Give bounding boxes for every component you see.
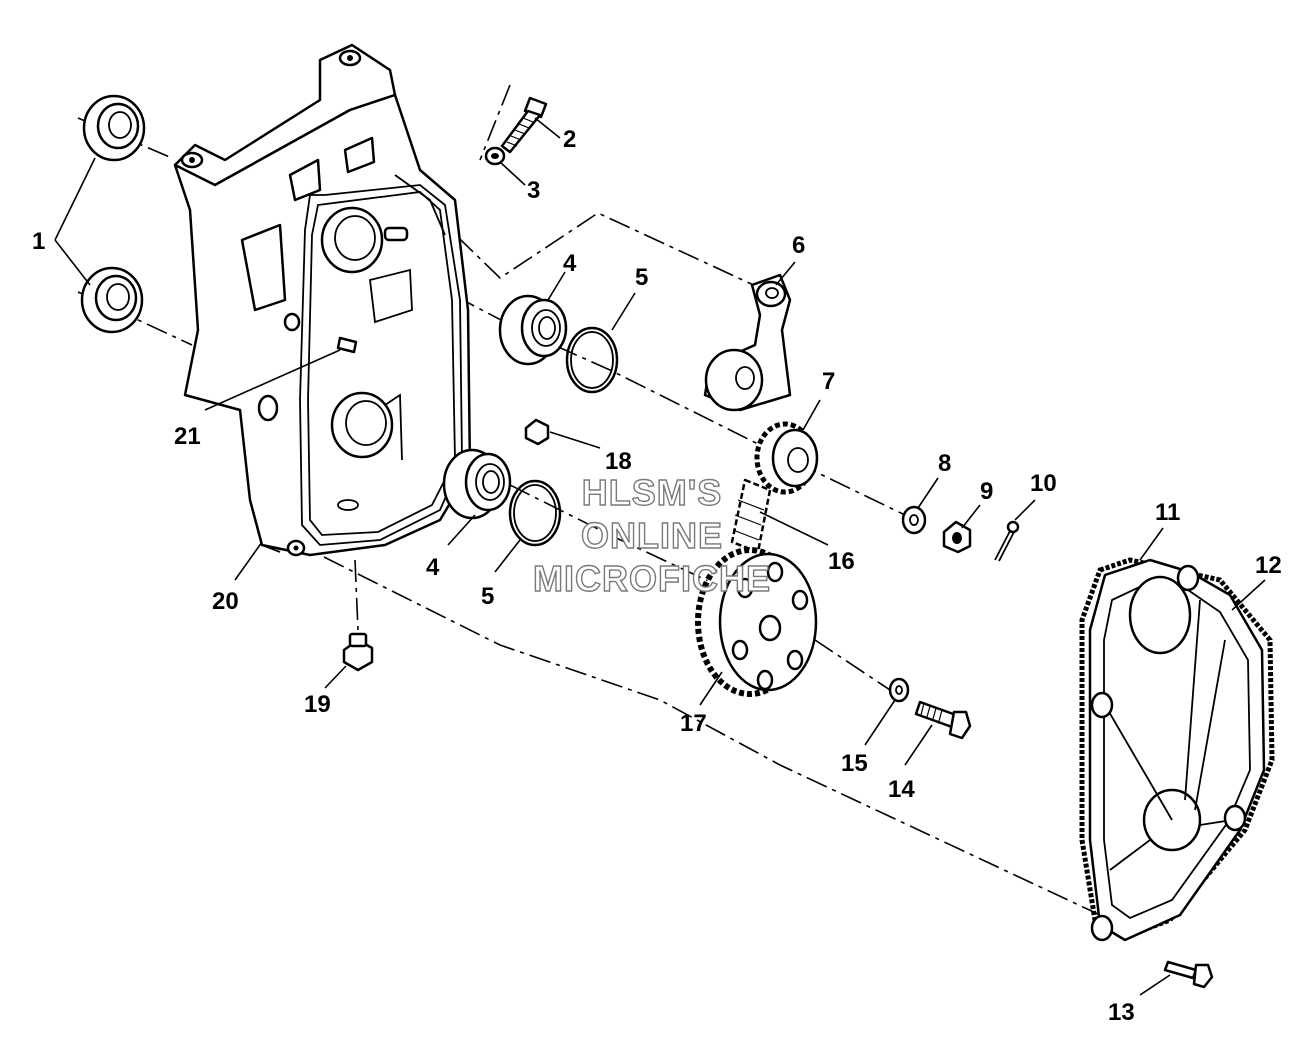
callout-17: 17 (680, 710, 707, 737)
callout-4b: 4 (426, 554, 440, 581)
callout-6: 6 (792, 232, 805, 259)
callout-7: 7 (822, 368, 835, 395)
stud-21 (336, 336, 358, 354)
callout-2: 2 (563, 126, 576, 153)
callout-9: 9 (980, 478, 993, 505)
hex-nut-9 (942, 520, 972, 554)
callout-19: 19 (304, 691, 331, 718)
callout-18: 18 (605, 448, 632, 475)
watermark-line-2: ONLINE (581, 515, 723, 556)
callout-16: 16 (828, 548, 855, 575)
chaincase-gasket-11 (1079, 557, 1275, 938)
callout-13: 13 (1108, 999, 1135, 1026)
snap-ring-lower (508, 479, 562, 547)
watermark: HLSM'S ONLINE MICROFICHE (532, 471, 771, 599)
washer-15 (888, 677, 910, 703)
callout-5b: 5 (481, 583, 494, 610)
chaincase-cover-12 (1088, 558, 1266, 942)
snap-ring-upper (565, 326, 619, 394)
flat-washer-8 (901, 505, 927, 535)
bearing-upper (498, 294, 568, 366)
watermark-line-1: HLSM'S (582, 472, 723, 513)
callout-1: 1 (32, 228, 45, 255)
seal-upper (82, 94, 146, 162)
adjuster-bolt (500, 96, 548, 154)
tensioner-arm (703, 273, 792, 412)
callout-20: 20 (212, 588, 239, 615)
upper-sprocket (754, 421, 819, 495)
callout-21: 21 (174, 423, 201, 450)
drain-plug-19 (342, 632, 374, 672)
leader-lines (54, 117, 1266, 996)
bearing-lower (442, 448, 512, 520)
callout-3: 3 (527, 177, 540, 204)
callout-8: 8 (938, 450, 951, 477)
callout-14: 14 (888, 776, 915, 803)
callout-labels: 1 2 3 4 5 6 7 8 9 10 11 12 13 14 15 16 1… (32, 126, 1282, 1026)
callout-5a: 5 (635, 264, 648, 291)
jam-nut (484, 146, 506, 166)
callout-12: 12 (1255, 552, 1282, 579)
cap-screw-14 (914, 700, 972, 740)
lower-sprocket (695, 547, 818, 697)
callout-10: 10 (1030, 470, 1057, 497)
seal-lower (80, 266, 144, 334)
drive-chain-section (730, 478, 772, 554)
cotter-pin-10 (994, 520, 1020, 562)
callout-15: 15 (841, 750, 868, 777)
chaincase-housing (173, 43, 472, 557)
cover-screw-13 (1163, 960, 1214, 989)
callout-11: 11 (1155, 499, 1180, 526)
watermark-line-3: MICROFICHE (533, 558, 771, 599)
nut-18 (524, 418, 550, 446)
callout-4a: 4 (563, 250, 577, 277)
